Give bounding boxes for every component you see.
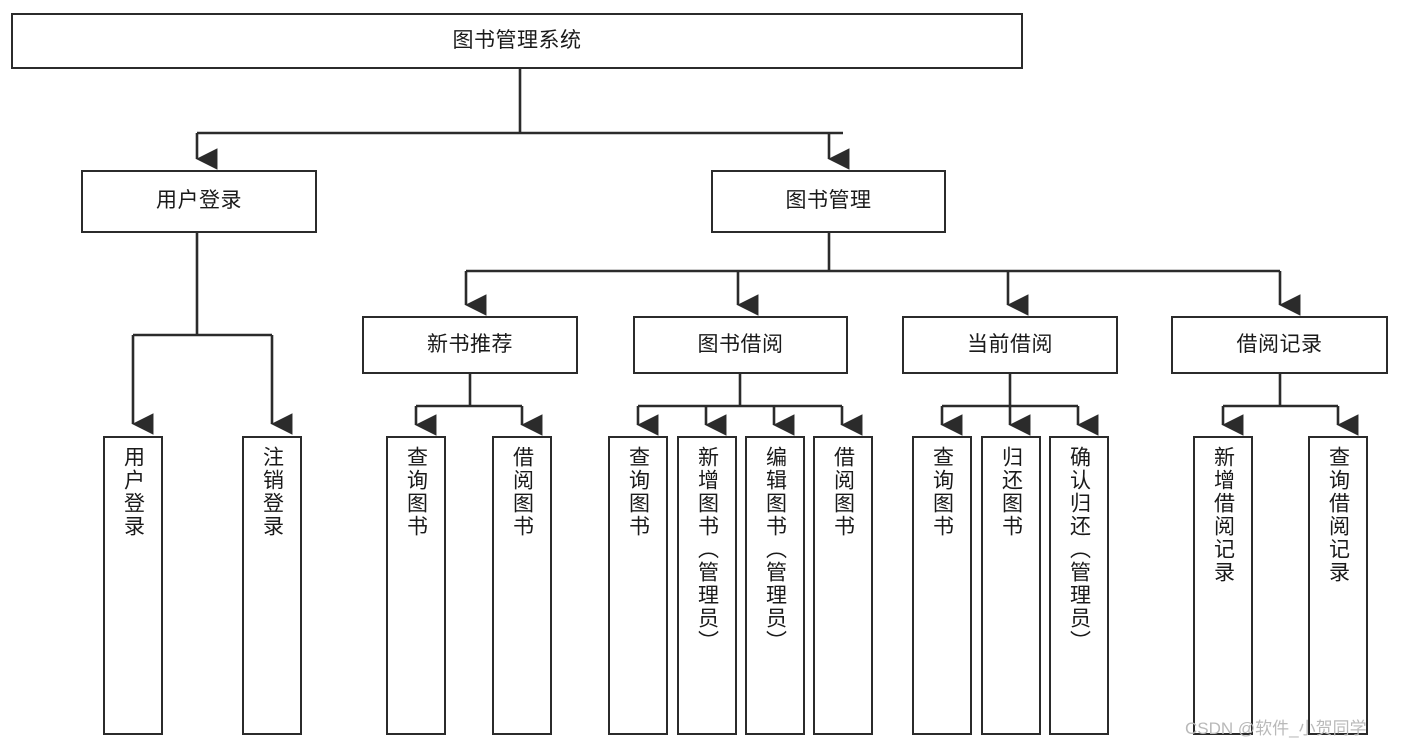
node-leaf-return-book[interactable]: 归还图书 — [981, 436, 1041, 735]
node-leaf-confirm-return[interactable]: 确认归还（管理员） — [1049, 436, 1109, 735]
node-label-leaf-borrow-book-1: 借阅图书 — [510, 446, 534, 538]
node-leaf-add-record[interactable]: 新增借阅记录 — [1193, 436, 1253, 735]
node-label-system-root: 图书管理系统 — [452, 28, 582, 52]
node-leaf-logout[interactable]: 注销登录 — [242, 436, 302, 735]
node-leaf-add-book[interactable]: 新增图书（管理员） — [677, 436, 737, 735]
node-label-leaf-query-book-1: 查询图书 — [404, 446, 428, 538]
node-leaf-query-book-3[interactable]: 查询图书 — [912, 436, 972, 735]
node-leaf-borrow-book-1[interactable]: 借阅图书 — [492, 436, 552, 735]
node-label-user-login: 用户登录 — [156, 189, 242, 213]
node-label-book-manage: 图书管理 — [785, 189, 872, 213]
node-label-leaf-query-book-2: 查询图书 — [626, 446, 650, 538]
node-leaf-query-book-1[interactable]: 查询图书 — [386, 436, 446, 735]
node-leaf-query-record[interactable]: 查询借阅记录 — [1308, 436, 1368, 735]
node-book-borrow[interactable]: 图书借阅 — [633, 316, 848, 374]
node-label-leaf-logout: 注销登录 — [260, 446, 284, 538]
node-label-leaf-query-book-3: 查询图书 — [930, 446, 954, 538]
node-label-leaf-user-login: 用户登录 — [121, 446, 145, 538]
node-leaf-user-login[interactable]: 用户登录 — [103, 436, 163, 735]
node-label-new-book-recommend: 新书推荐 — [427, 332, 513, 356]
node-label-leaf-add-record: 新增借阅记录 — [1211, 446, 1235, 584]
node-label-current-borrow: 当前借阅 — [967, 332, 1053, 356]
node-leaf-query-book-2[interactable]: 查询图书 — [608, 436, 668, 735]
node-label-leaf-borrow-book-2: 借阅图书 — [831, 446, 855, 538]
node-new-book-recommend[interactable]: 新书推荐 — [362, 316, 578, 374]
node-label-leaf-query-record: 查询借阅记录 — [1326, 446, 1350, 584]
node-label-leaf-confirm-return: 确认归还（管理员） — [1067, 446, 1091, 653]
node-leaf-edit-book[interactable]: 编辑图书（管理员） — [745, 436, 805, 735]
node-label-leaf-add-book: 新增图书（管理员） — [695, 446, 719, 653]
node-label-borrow-record: 借阅记录 — [1236, 332, 1323, 356]
node-label-book-borrow: 图书借阅 — [697, 332, 784, 356]
node-label-leaf-return-book: 归还图书 — [999, 446, 1023, 538]
node-current-borrow[interactable]: 当前借阅 — [902, 316, 1118, 374]
node-book-manage[interactable]: 图书管理 — [711, 170, 946, 233]
node-leaf-borrow-book-2[interactable]: 借阅图书 — [813, 436, 873, 735]
node-system-root[interactable]: 图书管理系统 — [11, 13, 1023, 69]
node-user-login[interactable]: 用户登录 — [81, 170, 317, 233]
node-borrow-record[interactable]: 借阅记录 — [1171, 316, 1388, 374]
node-label-leaf-edit-book: 编辑图书（管理员） — [763, 446, 787, 653]
